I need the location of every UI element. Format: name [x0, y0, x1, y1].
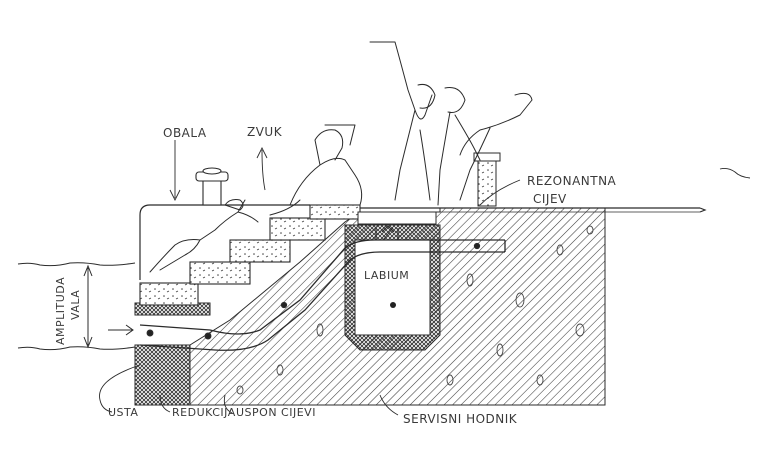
label-obala: OBALA	[163, 126, 207, 140]
bollard	[195, 167, 229, 206]
quay-outline	[139, 204, 707, 280]
human-figures	[149, 41, 533, 273]
label-zvuk: ZVUK	[247, 125, 283, 139]
reduction-block	[134, 344, 191, 406]
label-rezonantna-line2: CIJEV	[533, 192, 567, 206]
label-redukcija: REDUKCIJA	[172, 406, 236, 419]
organ-pipe	[139, 225, 506, 351]
label-labium: LABIUM	[364, 269, 410, 282]
label-usta: USTA	[108, 406, 139, 419]
label-uspon-cijevi: USPON CIJEVI	[236, 406, 316, 419]
sea-level-lines	[17, 262, 136, 351]
label-amplituda-line1: AMPLITUDA	[54, 276, 67, 345]
leader-lines	[99, 140, 751, 416]
pedestal-cap	[473, 152, 501, 162]
label-rezonantna-line1: REZONANTNA	[527, 174, 617, 188]
label-amplituda-line2: VALA	[69, 289, 82, 320]
label-servisni-hodnik: SERVISNI HODNIK	[403, 412, 518, 426]
stone-steps	[139, 204, 361, 306]
